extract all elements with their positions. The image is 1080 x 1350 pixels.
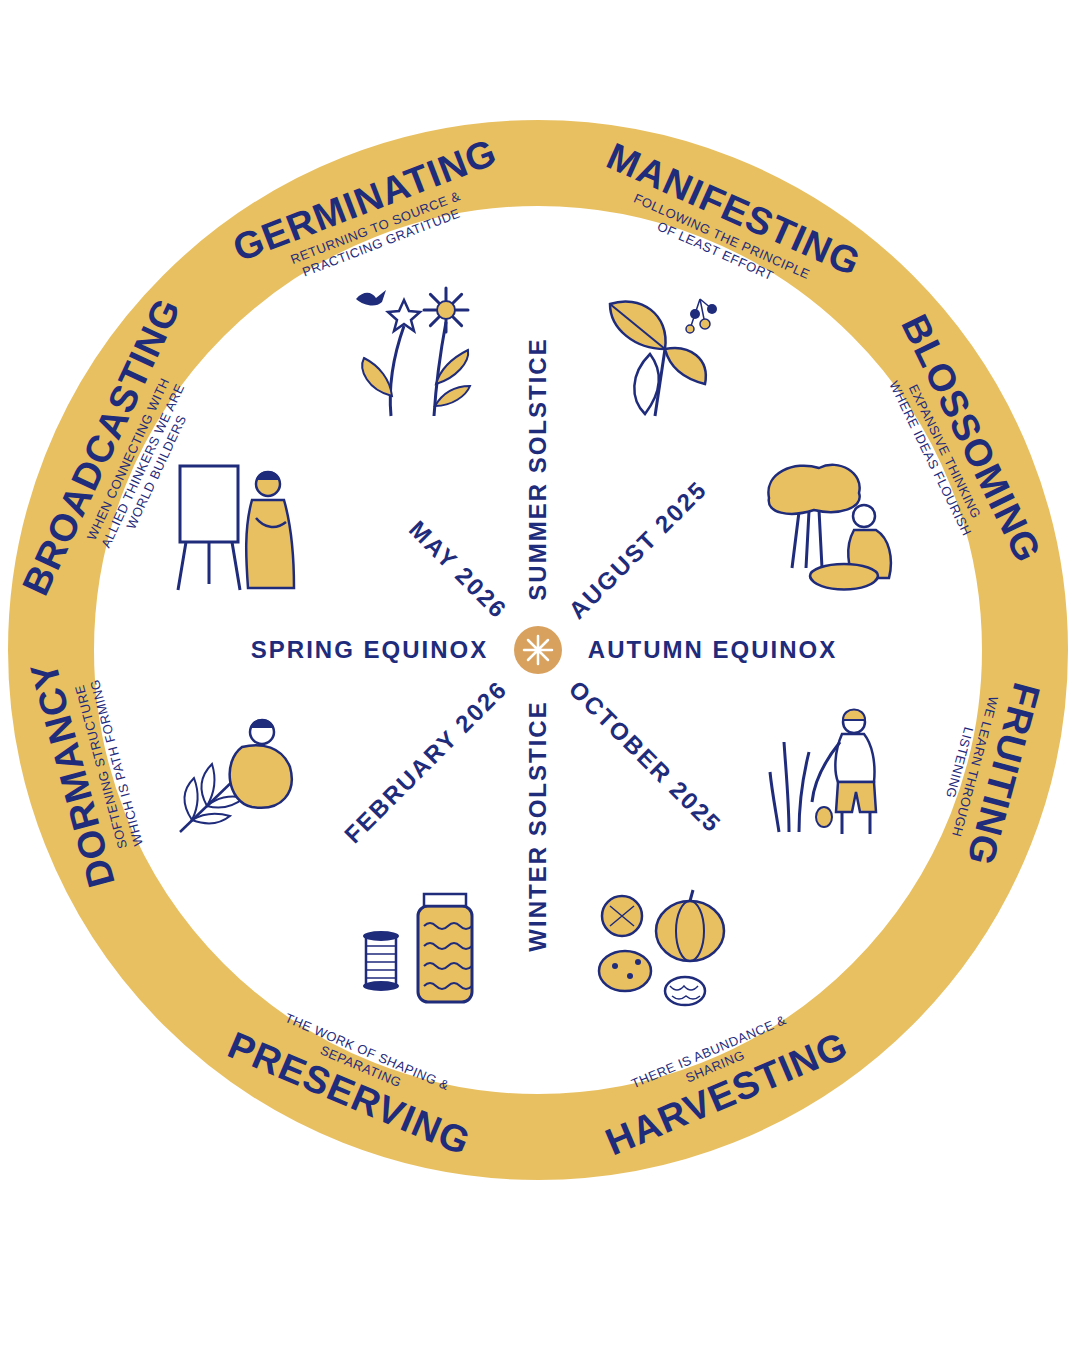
flower-heart — [437, 301, 455, 319]
petals — [424, 288, 468, 332]
pumpkin-ribs — [676, 901, 704, 961]
basin — [810, 576, 878, 590]
gardener-hat — [843, 710, 865, 721]
phase-band: GERMINATINGRETURNING TO SOURCE & PRACTIC… — [228, 132, 514, 299]
painter-head — [256, 472, 280, 496]
gardener-drawing — [770, 710, 876, 835]
phase-band: BROADCASTINGWHEN CONNECTING WITH ALLIED … — [16, 292, 232, 621]
spoke-label: AUTUMN EQUINOX — [588, 638, 837, 662]
dormancy-drawing — [180, 719, 292, 832]
bread — [599, 951, 651, 991]
bread-seed — [627, 973, 633, 979]
berry — [700, 319, 710, 329]
leaf — [436, 350, 468, 384]
frond-leaf — [185, 778, 198, 820]
washer-head — [853, 505, 875, 527]
frond-leaf — [192, 814, 230, 824]
figure-head — [250, 720, 274, 744]
flowers-drawing — [356, 288, 470, 416]
harvest-drawing — [599, 890, 724, 1005]
bread-seed — [612, 963, 618, 969]
center-asterisk — [524, 636, 552, 664]
spoke-label: AUGUST 2025 — [565, 477, 712, 624]
berry — [707, 304, 717, 314]
tomato-lines — [610, 906, 634, 926]
pumpkin — [656, 901, 724, 961]
plants — [770, 742, 809, 832]
phase-band: PRESERVINGTHE WORK OF SHAPING & SEPARATI… — [223, 994, 489, 1161]
pinecone-scales — [670, 986, 700, 999]
tomato — [602, 896, 642, 936]
gardener-limbs — [812, 742, 870, 834]
leaf — [610, 301, 666, 349]
tree-trunks — [792, 510, 822, 568]
phase-band: FRUITINGWE LEARN THROUGH LISTENING — [928, 670, 1046, 870]
easel-legs — [178, 542, 240, 590]
bird — [356, 290, 386, 306]
leaf — [634, 354, 659, 414]
spoke-label: SPRING EQUINOX — [251, 638, 488, 662]
preserve-drawing — [363, 894, 472, 1002]
gardener-torso — [835, 734, 874, 782]
phase-band: HARVESTINGTHERE IS ABUNDANCE & SHARING — [587, 994, 853, 1161]
seed — [816, 807, 832, 827]
jar-contents — [424, 923, 472, 989]
jar-lid — [424, 894, 466, 906]
berry — [686, 325, 694, 333]
star-flower — [388, 300, 420, 331]
leaf — [435, 386, 470, 406]
phase-band: MANIFESTINGFOLLOWING THE PRINCIPLE OF LE… — [588, 137, 867, 314]
pumpkin-stem — [690, 890, 693, 901]
spoke-label: MAY 2026 — [404, 516, 511, 623]
stem — [390, 326, 404, 416]
spoke-label: WINTER SOLSTICE — [526, 700, 550, 951]
leaves-drawing — [610, 299, 717, 416]
jar — [418, 906, 472, 1002]
spool — [366, 936, 396, 986]
phase-band: BLOSSOMINGEXPANSIVE THINKING WHERE IDEAS… — [864, 309, 1047, 583]
painter-arm — [256, 518, 286, 527]
tree-basin-drawing — [768, 465, 890, 590]
spoke-label: OCTOBER 2025 — [565, 677, 726, 838]
easel-drawing — [178, 466, 294, 590]
berry — [690, 309, 700, 319]
figure-hair — [250, 719, 274, 728]
gardener-shorts — [836, 782, 876, 812]
center-disc — [514, 626, 562, 674]
bread-seed — [635, 959, 641, 965]
spoke-label: SUMMER SOLSTICE — [526, 337, 550, 600]
season-ring — [51, 163, 1025, 1137]
painter-body — [246, 500, 294, 588]
pinecone — [665, 977, 705, 1005]
painter-hair — [256, 471, 280, 480]
leaf — [362, 358, 392, 396]
leaf — [665, 348, 706, 384]
thread — [366, 946, 396, 978]
frond-leaf — [202, 764, 215, 806]
canvas — [180, 466, 238, 542]
spool-end — [363, 981, 399, 991]
spool-end — [363, 931, 399, 941]
phase-band: DORMANCYSOFTENING STRUCTURE WHICH IS PAT… — [24, 649, 154, 892]
berry-stems — [690, 299, 712, 329]
daisy-flower — [424, 288, 468, 332]
tree-canopy — [768, 465, 859, 514]
leaf-vein — [610, 304, 665, 349]
spoke-label: FEBRUARY 2026 — [340, 677, 511, 848]
resting-figure — [230, 745, 292, 808]
